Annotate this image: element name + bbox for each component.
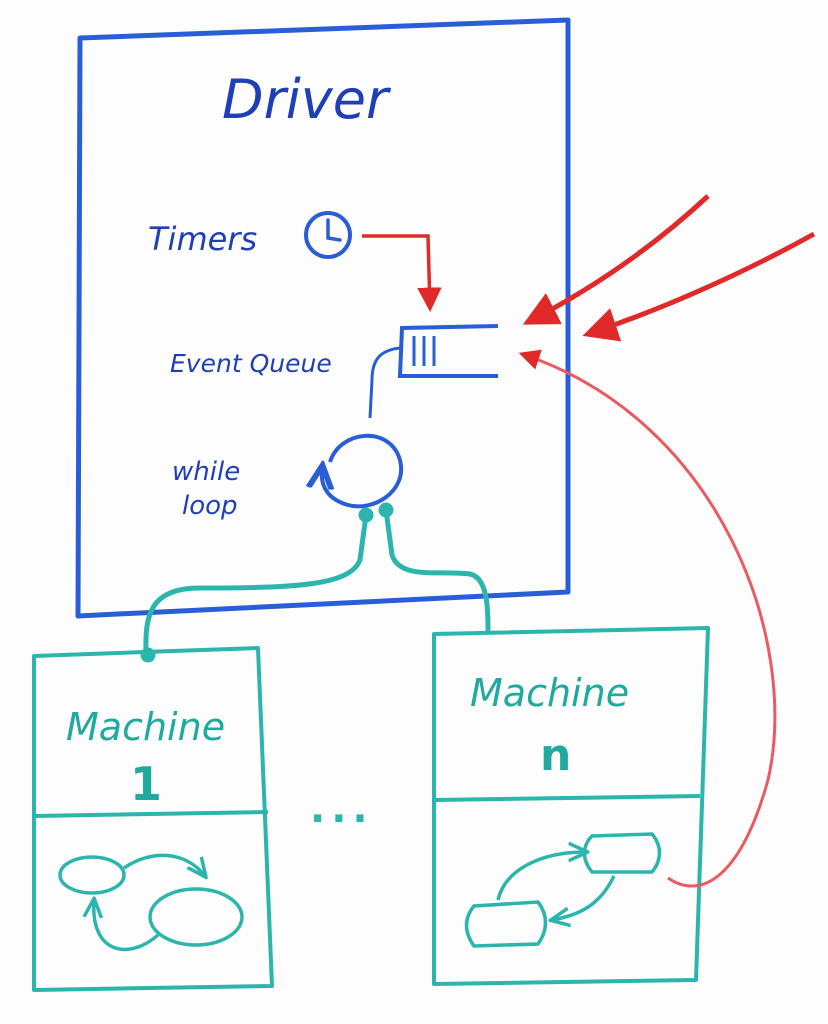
while-label: while bbox=[172, 457, 240, 487]
incoming-event-arrow-2 bbox=[582, 231, 816, 342]
machine-n-title: Machine bbox=[470, 671, 629, 715]
machine-n-subtitle: n bbox=[540, 730, 571, 781]
queue-icon bbox=[397, 324, 499, 378]
loop-label: loop bbox=[182, 491, 238, 521]
loop-to-machines-connector bbox=[140, 502, 491, 663]
timers-label: Timers bbox=[148, 220, 257, 258]
machine-1-box bbox=[32, 646, 274, 992]
loop-arrow-icon bbox=[322, 433, 404, 509]
machine-n-to-queue-arrow bbox=[518, 349, 777, 888]
queue-to-loop-line bbox=[368, 346, 401, 419]
machine-n-state-graph bbox=[464, 832, 662, 948]
driver-title: Driver bbox=[222, 68, 391, 131]
machine-1-title: Machine bbox=[66, 705, 225, 749]
clock-icon bbox=[304, 211, 352, 259]
machine-1-subtitle: 1 bbox=[130, 757, 162, 811]
timer-to-queue-arrow bbox=[362, 234, 442, 313]
event-queue-label: Event Queue bbox=[170, 349, 332, 378]
machine-n-box bbox=[432, 626, 710, 986]
machine-1-state-graph bbox=[58, 853, 244, 952]
driver-box bbox=[75, 17, 571, 619]
incoming-event-arrow-1 bbox=[522, 194, 710, 325]
machines-ellipsis: ... bbox=[310, 786, 374, 832]
